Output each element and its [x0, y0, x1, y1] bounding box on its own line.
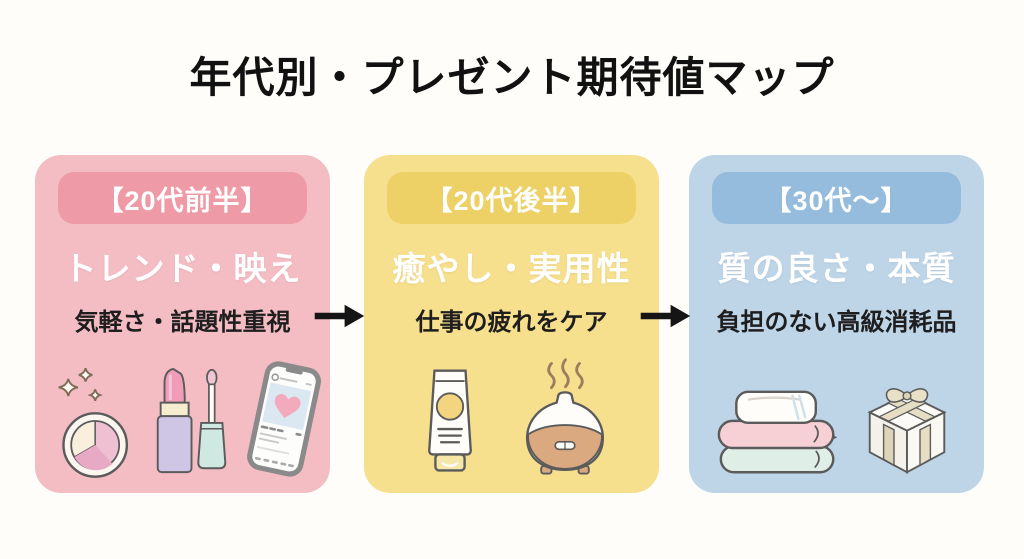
- page-title: 年代別・プレゼント期待値マップ: [189, 54, 835, 101]
- icon-row-30s-over: [689, 350, 984, 482]
- keyword-early-20s: トレンド・映え: [63, 250, 302, 287]
- age-badge-30s-over: 【30代〜】: [712, 172, 961, 224]
- lipstick-icon: [156, 367, 226, 474]
- gift-box-icon: [867, 388, 946, 474]
- card-early-20s: 【20代前半】 トレンド・映え 気軽さ・話題性重視: [35, 155, 330, 493]
- card-30s-over: 【30代〜】 質の良さ・本質 負担のない高級消耗品: [689, 155, 984, 493]
- description-early-20s: 気軽さ・話題性重視: [74, 309, 291, 336]
- age-badge-late-20s: 【20代後半】: [387, 172, 636, 224]
- right-arrow-icon: [314, 304, 365, 328]
- right-arrow-icon: [640, 304, 691, 328]
- keyword-30s-over: 質の良さ・本質: [717, 250, 956, 287]
- towel-stack-icon: [717, 390, 837, 474]
- description-late-20s: 仕事の疲れをケア: [415, 309, 608, 336]
- skincare-tube-icon: [427, 369, 472, 472]
- sparkles-makeup-compact-icon: [57, 367, 128, 478]
- smartphone-sns-icon: [246, 361, 321, 477]
- age-badge-early-20s: 【20代前半】: [58, 172, 307, 224]
- icon-row-late-20s: [364, 350, 659, 482]
- description-30s-over: 負担のない高級消耗品: [716, 309, 957, 336]
- aroma-diffuser-icon: [525, 358, 604, 475]
- keyword-late-20s: 癒やし・実用性: [392, 250, 631, 287]
- card-late-20s: 【20代後半】 癒やし・実用性 仕事の疲れをケア: [364, 155, 659, 493]
- icon-row-early-20s: [35, 350, 330, 482]
